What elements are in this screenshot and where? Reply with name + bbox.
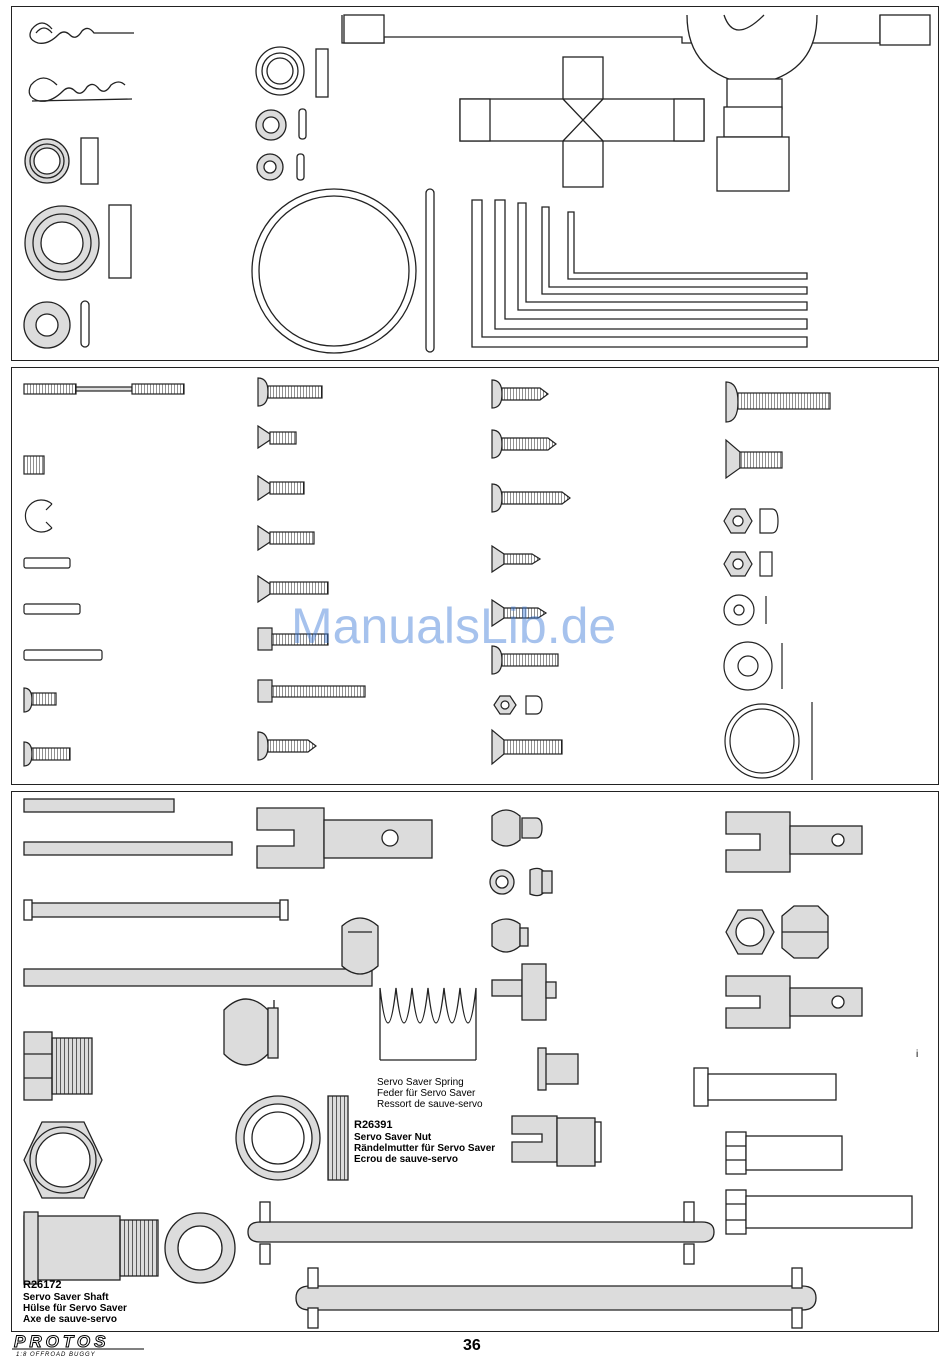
grub-screw-icon (24, 456, 44, 474)
spring-label-en: Servo Saver Spring (377, 1077, 483, 1088)
screws-panel: ManualsLib.de (11, 367, 939, 785)
bearing-medium-icon (256, 47, 328, 180)
button-screw-short-icon (24, 688, 56, 712)
spring-label-fr: Ressort de sauve-servo (377, 1099, 483, 1110)
servo-saver-arm-4-icon (726, 976, 862, 1028)
button-screw-medium-icon (24, 742, 70, 766)
svg-text:PROTOS: PROTOS (14, 1333, 109, 1351)
protos-logo: PROTOS 1:8 OFFROAD BUGGY (12, 1333, 148, 1357)
bearing-small-icon (25, 138, 98, 184)
shaft-1-icon (24, 799, 174, 812)
marker-i: i (916, 1049, 918, 1060)
shaft-label-en: Servo Saver Shaft (23, 1292, 127, 1303)
countersunk-screw-5-icon (492, 730, 562, 764)
watermark: ManualsLib.de (291, 597, 616, 655)
cross-wrench-icon (460, 57, 704, 187)
countersunk-screw-large-icon (726, 440, 782, 478)
e-clip-icon (25, 500, 52, 532)
washer-icon (24, 301, 89, 348)
servo-saver-panel: Servo Saver Spring Feder für Servo Saver… (11, 791, 939, 1332)
button-head-screw-large-icon (726, 382, 830, 422)
countersunk-screw-3-icon (258, 526, 314, 550)
self-tap-screw-4-icon (492, 484, 570, 512)
washer-small-icon (724, 595, 766, 625)
page-number: 36 (463, 1337, 481, 1355)
self-tap-screw-1-icon (258, 732, 316, 760)
ball-2-icon (492, 919, 528, 952)
bolt-2-icon (726, 1132, 842, 1174)
body-clip-large-icon (29, 78, 132, 101)
bolt-3-icon (726, 1190, 912, 1234)
lock-nut-small-icon (494, 696, 542, 714)
shaft-label-de: Hülse für Servo Saver (23, 1303, 127, 1314)
shaft-2-icon (24, 842, 232, 855)
countersunk-screw-1-icon (258, 426, 296, 448)
servo-saver-spring-icon (380, 988, 476, 1060)
tools-panel (11, 6, 939, 361)
ball-end-icon (342, 918, 378, 974)
hinge-pin-icon (24, 900, 288, 920)
self-tap-screw-3-icon (492, 430, 556, 458)
nut-part-number: R26391 (354, 1119, 495, 1132)
washer-medium-icon (724, 642, 782, 690)
button-head-screw-icon (258, 378, 322, 406)
servo-saver-arm-1-icon (257, 808, 432, 868)
hex-nut-large-icon (726, 906, 828, 958)
cap-screw-2-icon (258, 680, 365, 702)
shaft-label-fr: Axe de sauve-servo (23, 1314, 127, 1325)
bearing-large-icon (25, 205, 131, 280)
washer-large-icon (725, 702, 812, 780)
nut-label-en: Servo Saver Nut (354, 1132, 495, 1143)
pivot-ball-icon (224, 999, 278, 1065)
servo-saver-spring-label: Servo Saver Spring Feder für Servo Saver… (377, 1077, 483, 1110)
large-hex-nut-icon (24, 1122, 102, 1198)
servo-saver-arm-2-icon (512, 1116, 601, 1166)
servo-saver-nut-icon (236, 1096, 348, 1180)
turnbuckle-icon (24, 384, 184, 394)
pin-medium-icon (24, 604, 80, 614)
bushing-icon (538, 1048, 578, 1090)
dogbone-1-icon (248, 1202, 714, 1264)
nut-label-fr: Ecrou de sauve-servo (354, 1154, 495, 1165)
hex-adjuster-icon (24, 1032, 92, 1100)
servo-saver-illustration (12, 792, 940, 1333)
o-ring-icon (252, 189, 434, 353)
nut-label-de: Rändelmutter für Servo Saver (354, 1143, 495, 1154)
servo-saver-nut-label: R26391 Servo Saver Nut Rändelmutter für … (354, 1119, 495, 1165)
logo-mark: PROTOS 1:8 OFFROAD BUGGY (12, 1333, 148, 1357)
ball-stud-icon (492, 810, 542, 846)
shaft-3-icon (24, 969, 372, 986)
steering-post-icon (492, 964, 556, 1020)
servo-saver-shaft-label: R26172 Servo Saver Shaft Hülse für Servo… (23, 1279, 127, 1325)
lock-nut-large-icon (724, 509, 778, 533)
servo-saver-shaft-icon (24, 1212, 235, 1284)
self-tap-countersunk-1-icon (492, 546, 540, 572)
pin-long-icon (24, 650, 102, 660)
tools-illustration (12, 7, 940, 362)
bolt-1-icon (694, 1068, 836, 1106)
svg-text:1:8 OFFROAD BUGGY: 1:8 OFFROAD BUGGY (16, 1352, 96, 1357)
screws-illustration (12, 368, 940, 786)
body-clip-small-icon (30, 23, 134, 43)
self-tap-screw-2-icon (492, 380, 548, 408)
pin-short-icon (24, 558, 70, 568)
spring-label-de: Feder für Servo Saver (377, 1088, 483, 1099)
hex-nut-icon (724, 552, 772, 576)
ball-1-icon (490, 868, 552, 895)
countersunk-screw-2-icon (258, 476, 304, 500)
servo-saver-arm-3-icon (726, 812, 862, 872)
hex-key-set-icon (472, 200, 807, 347)
dogbone-2-icon (296, 1268, 816, 1328)
shaft-part-number: R26172 (23, 1279, 127, 1292)
